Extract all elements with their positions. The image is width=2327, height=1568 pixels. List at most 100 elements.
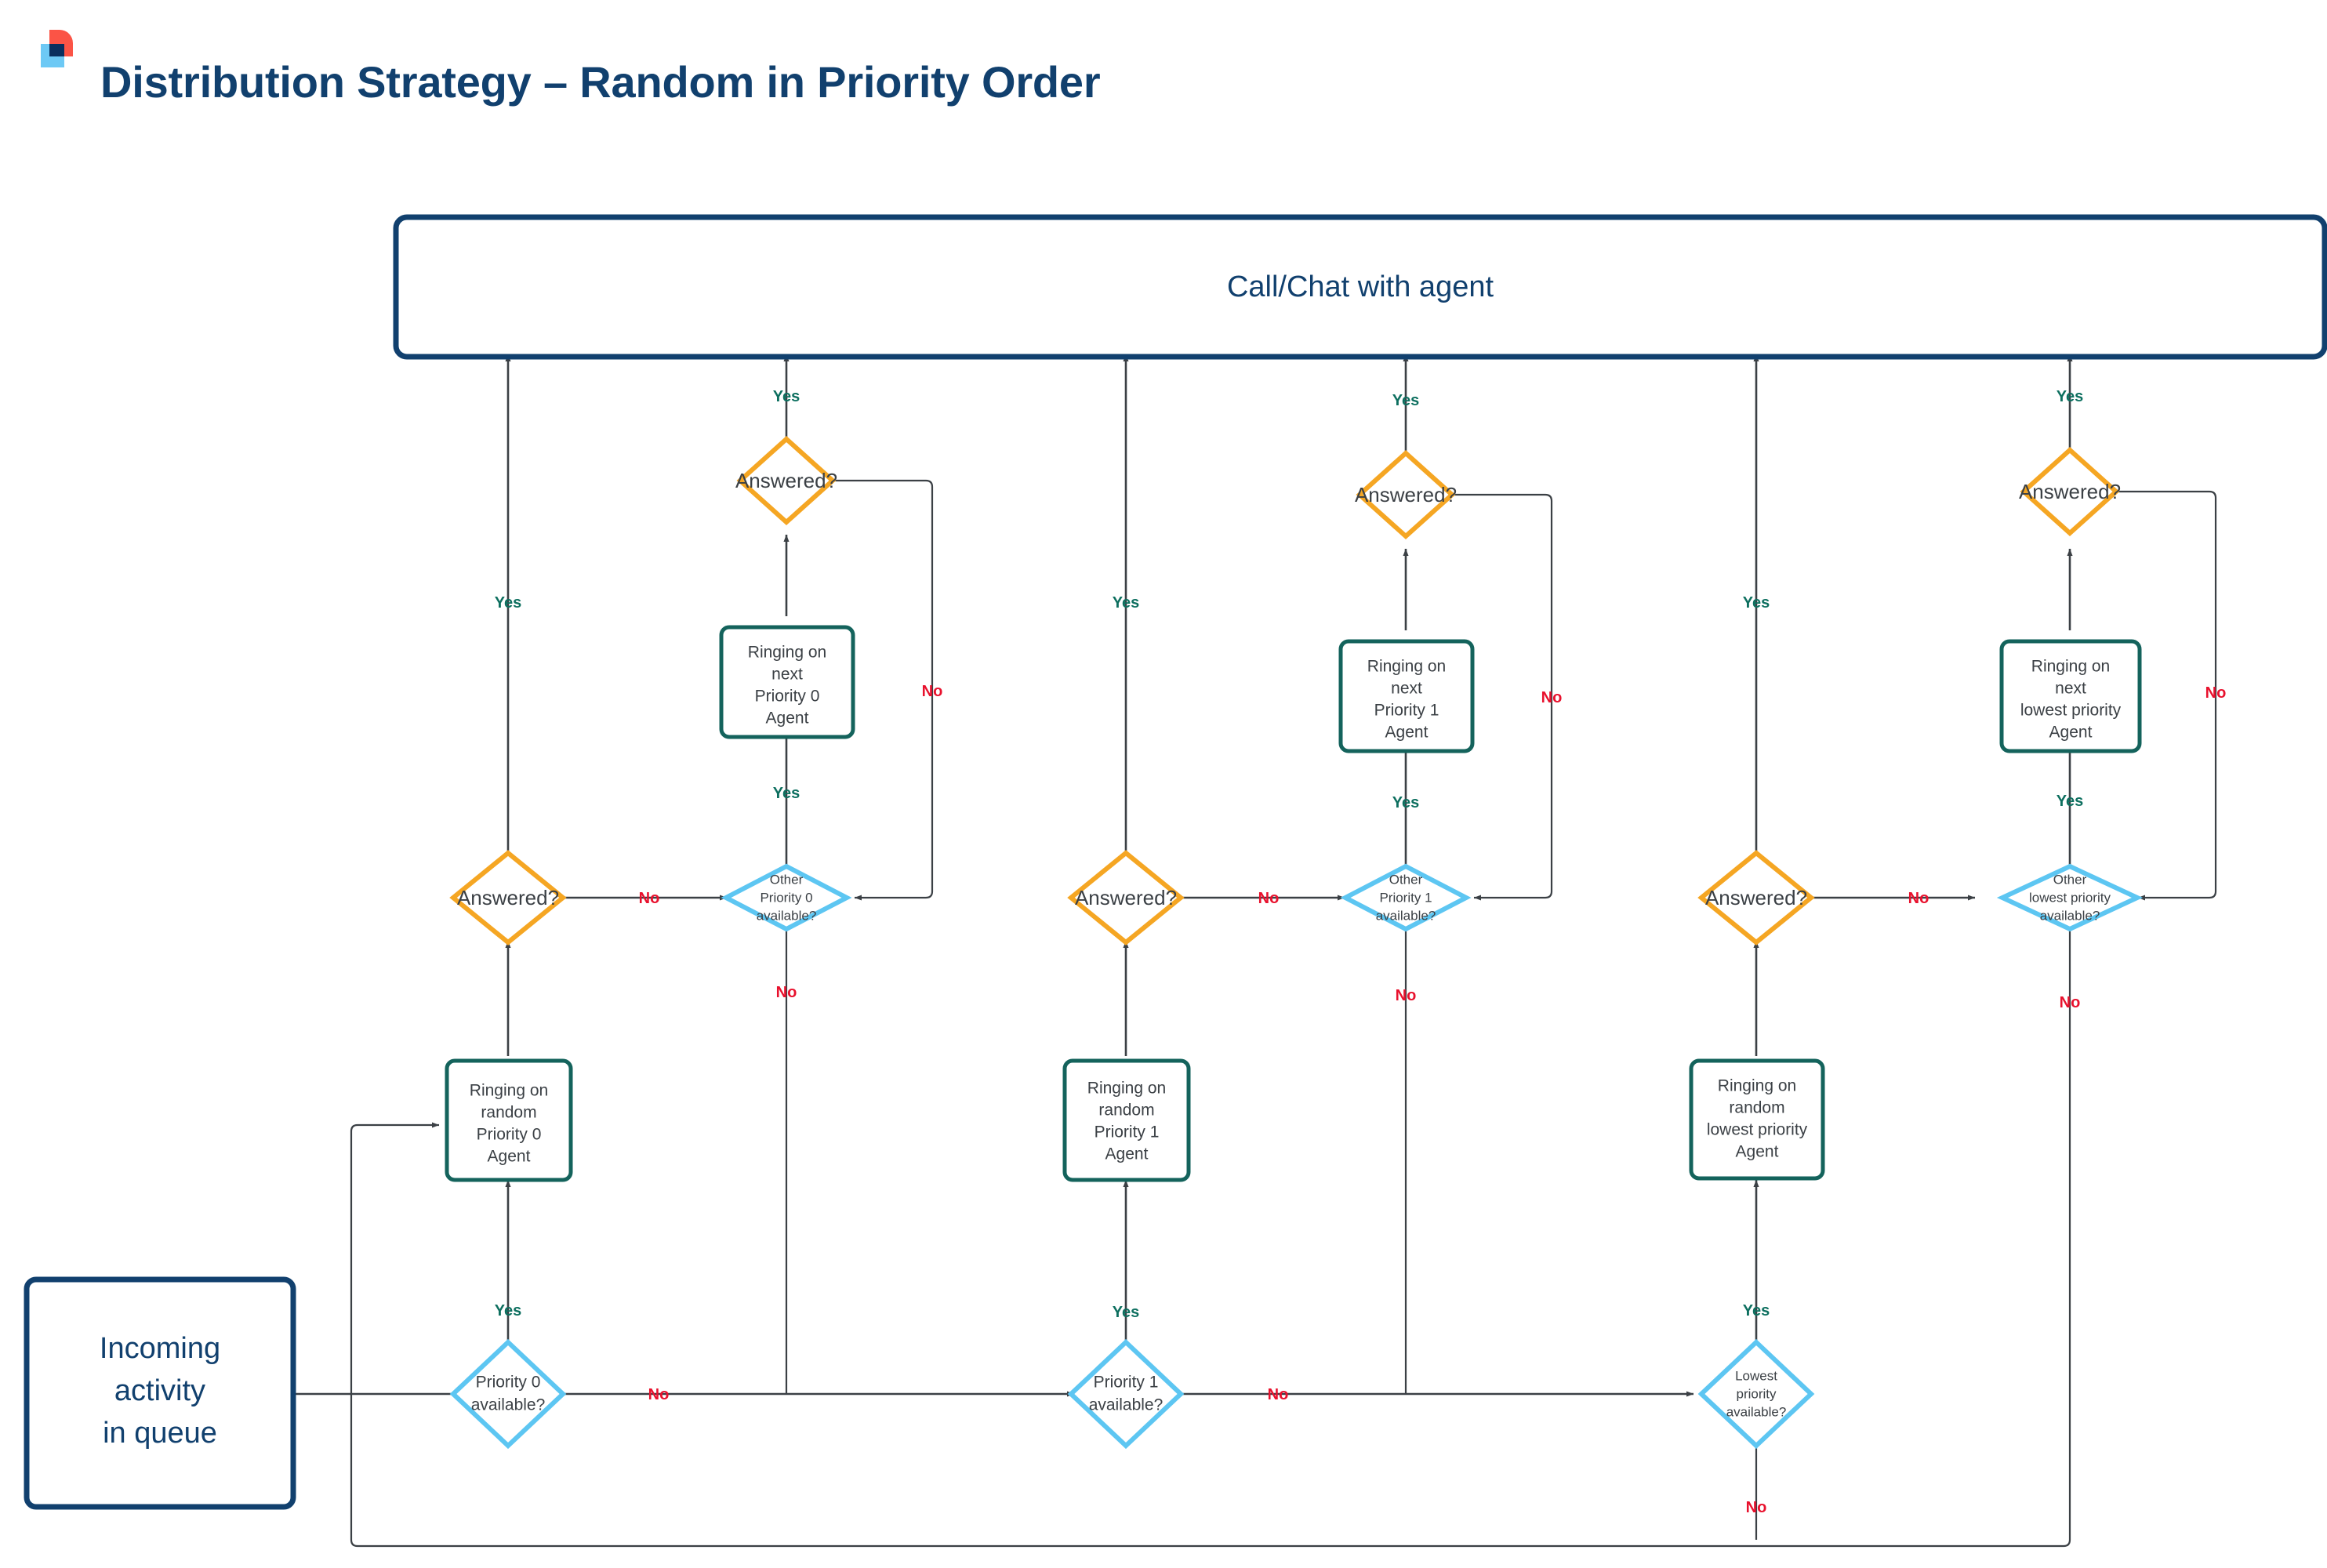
node-priority1-answered2-label: Answered? [1355, 483, 1457, 506]
node-priority1-answered-label: Answered? [1075, 886, 1177, 909]
node-lowest-available[interactable]: Lowest priority available? [1697, 1338, 1815, 1450]
node-priority1-other-available-line3: available? [1376, 908, 1436, 923]
node-priority1-ringing-next-line2: next [1391, 680, 1422, 698]
node-lowest-ringing-next-line1: Ringing on [2031, 658, 2110, 676]
node-lowest-ringing-next-line4: Agent [2049, 724, 2093, 742]
node-priority0-ringing-random-line4: Agent [488, 1148, 531, 1166]
node-priority1-ringing-next-line3: Priority 1 [1374, 702, 1439, 720]
node-lowest-answered2-label: Answered? [2019, 480, 2121, 503]
brand-logo [36, 27, 78, 71]
edge-labels: Yes No Yes No Yes No Yes No Yes No Yes N… [495, 388, 2227, 1516]
node-incoming-activity-line1: Incoming [100, 1332, 220, 1365]
edge-p1-answered2-no [1451, 493, 1553, 901]
node-lowest-ringing-random-line1: Ringing on [1718, 1077, 1796, 1095]
node-incoming-activity-line3: in queue [103, 1417, 217, 1450]
node-priority1-ringing-next-line4: Agent [1385, 724, 1429, 742]
edge-label-p1-other-no: No [1396, 987, 1417, 1004]
edge-label-p0-other-yes: Yes [773, 785, 800, 802]
node-priority0-available[interactable]: Priority 0 available? [449, 1338, 567, 1450]
node-lowest-available-line3: available? [1726, 1404, 1787, 1419]
edge-label-p0-other-no: No [776, 984, 797, 1001]
node-incoming-activity-line2: activity [114, 1374, 205, 1407]
node-priority0-available-line1: Priority 0 [476, 1374, 541, 1392]
node-priority0-other-available-line2: Priority 0 [760, 890, 812, 905]
node-priority0-other-available-line3: available? [757, 908, 817, 923]
node-priority0-ringing-next-line4: Agent [766, 710, 809, 728]
node-incoming-activity[interactable]: Incoming activity in queue [24, 1276, 296, 1510]
node-lowest-other-available-line1: Other [2053, 872, 2087, 887]
edge-bottom-return-rail [350, 1122, 2071, 1548]
edge-label-lp-other-yes: Yes [2057, 793, 2083, 810]
edge-label-p0-answered-yes: Yes [495, 594, 521, 612]
node-priority1-ringing-next[interactable]: Ringing on next Priority 1 Agent [1338, 639, 1475, 753]
node-priority1-ringing-random-line1: Ringing on [1087, 1080, 1166, 1098]
edge-label-p1-answered2-yes: Yes [1392, 392, 1419, 409]
node-lowest-ringing-random[interactable]: Ringing on random lowest priority Agent [1689, 1058, 1825, 1181]
node-lowest-ringing-random-line3: lowest priority [1707, 1121, 1808, 1139]
edge-label-p0-answered2-no: No [922, 683, 943, 700]
node-lowest-ringing-next-line2: next [2055, 680, 2086, 698]
edge-label-lp-answered2-yes: Yes [2057, 388, 2083, 405]
node-lowest-answered[interactable]: Answered? [1697, 850, 1815, 946]
node-priority1-available[interactable]: Priority 1 available? [1067, 1338, 1185, 1450]
node-lowest-answered-label: Answered? [1705, 886, 1807, 909]
node-priority0-ringing-next-line1: Ringing on [748, 644, 826, 662]
edge-label-p1-available-yes: Yes [1113, 1304, 1139, 1321]
node-priority0-other-available-line1: Other [770, 872, 804, 887]
node-priority1-other-available-line1: Other [1389, 872, 1423, 887]
node-priority1-ringing-random[interactable]: Ringing on random Priority 1 Agent [1062, 1058, 1191, 1182]
node-priority0-ringing-random-line1: Ringing on [470, 1082, 548, 1100]
node-priority0-ringing-next-line3: Priority 0 [755, 688, 820, 706]
node-lowest-other-available[interactable]: Other lowest priority available? [1996, 863, 2144, 932]
edge-label-p0-answered2-yes: Yes [773, 388, 800, 405]
node-lowest-ringing-random-line2: random [1729, 1099, 1784, 1117]
node-priority1-answered[interactable]: Answered? [1067, 850, 1185, 946]
node-lowest-other-available-line3: available? [2040, 908, 2100, 923]
node-lowest-other-available-line2: lowest priority [2029, 890, 2111, 905]
node-lowest-ringing-next[interactable]: Ringing on next lowest priority Agent [1999, 639, 2142, 753]
node-priority0-ringing-next-line2: next [771, 666, 803, 684]
node-priority1-available-line1: Priority 1 [1094, 1374, 1159, 1392]
edge-label-p0-available-yes: Yes [495, 1302, 521, 1319]
edge-label-lp-answered-yes: Yes [1743, 594, 1770, 612]
edge-label-p1-answered-yes: Yes [1113, 594, 1139, 612]
node-priority0-answered2[interactable]: Answered? [735, 435, 837, 526]
edge-label-p0-available-no: No [648, 1386, 670, 1403]
edge-label-p1-available-no: No [1268, 1386, 1289, 1403]
node-priority1-other-available-line2: Priority 1 [1379, 890, 1432, 905]
node-lowest-answered2[interactable]: Answered? [2019, 446, 2121, 537]
edge-p0-answered2-no [832, 479, 934, 901]
node-priority1-ringing-random-line2: random [1098, 1102, 1154, 1120]
node-priority0-ringing-random[interactable]: Ringing on random Priority 0 Agent [445, 1058, 573, 1182]
node-priority1-answered2[interactable]: Answered? [1355, 449, 1457, 540]
edge-label-p1-answered-no: No [1258, 890, 1280, 907]
node-priority1-available-line2: available? [1089, 1396, 1164, 1414]
edges [292, 354, 2217, 1548]
node-priority0-ringing-random-line2: random [481, 1104, 536, 1122]
node-priority0-other-available[interactable]: Other Priority 0 available? [721, 863, 852, 932]
node-priority0-available-line2: available? [471, 1396, 546, 1414]
node-priority1-other-available[interactable]: Other Priority 1 available? [1340, 863, 1472, 932]
node-priority0-answered-label: Answered? [457, 886, 559, 909]
node-priority0-answered2-label: Answered? [735, 469, 837, 492]
node-priority1-ringing-random-line3: Priority 1 [1095, 1123, 1160, 1142]
node-priority1-ringing-next-line1: Ringing on [1367, 658, 1446, 676]
node-call-chat-with-agent[interactable]: Call/Chat with agent [393, 214, 2327, 360]
edge-label-lp-available-no: No [1746, 1499, 1767, 1516]
page-title: Distribution Strategy – Random in Priori… [100, 57, 1101, 107]
node-lowest-available-line1: Lowest [1735, 1368, 1777, 1383]
edge-label-p1-other-yes: Yes [1392, 794, 1419, 811]
node-call-chat-with-agent-label: Call/Chat with agent [1227, 270, 1494, 303]
edge-lp-answered2-no [2115, 490, 2217, 901]
node-priority0-ringing-next[interactable]: Ringing on next Priority 0 Agent [719, 625, 855, 739]
node-lowest-available-line2: priority [1736, 1386, 1777, 1401]
edge-label-lp-other-no: No [2060, 994, 2081, 1011]
node-priority0-answered[interactable]: Answered? [449, 850, 567, 946]
node-lowest-ringing-next-line3: lowest priority [2020, 702, 2122, 720]
edge-label-lp-available-yes: Yes [1743, 1302, 1770, 1319]
node-lowest-ringing-random-line4: Agent [1736, 1143, 1779, 1161]
edge-label-p1-answered2-no: No [1541, 689, 1563, 706]
node-priority1-ringing-random-line4: Agent [1105, 1145, 1149, 1163]
edge-label-lp-answered2-no: No [2205, 684, 2227, 702]
